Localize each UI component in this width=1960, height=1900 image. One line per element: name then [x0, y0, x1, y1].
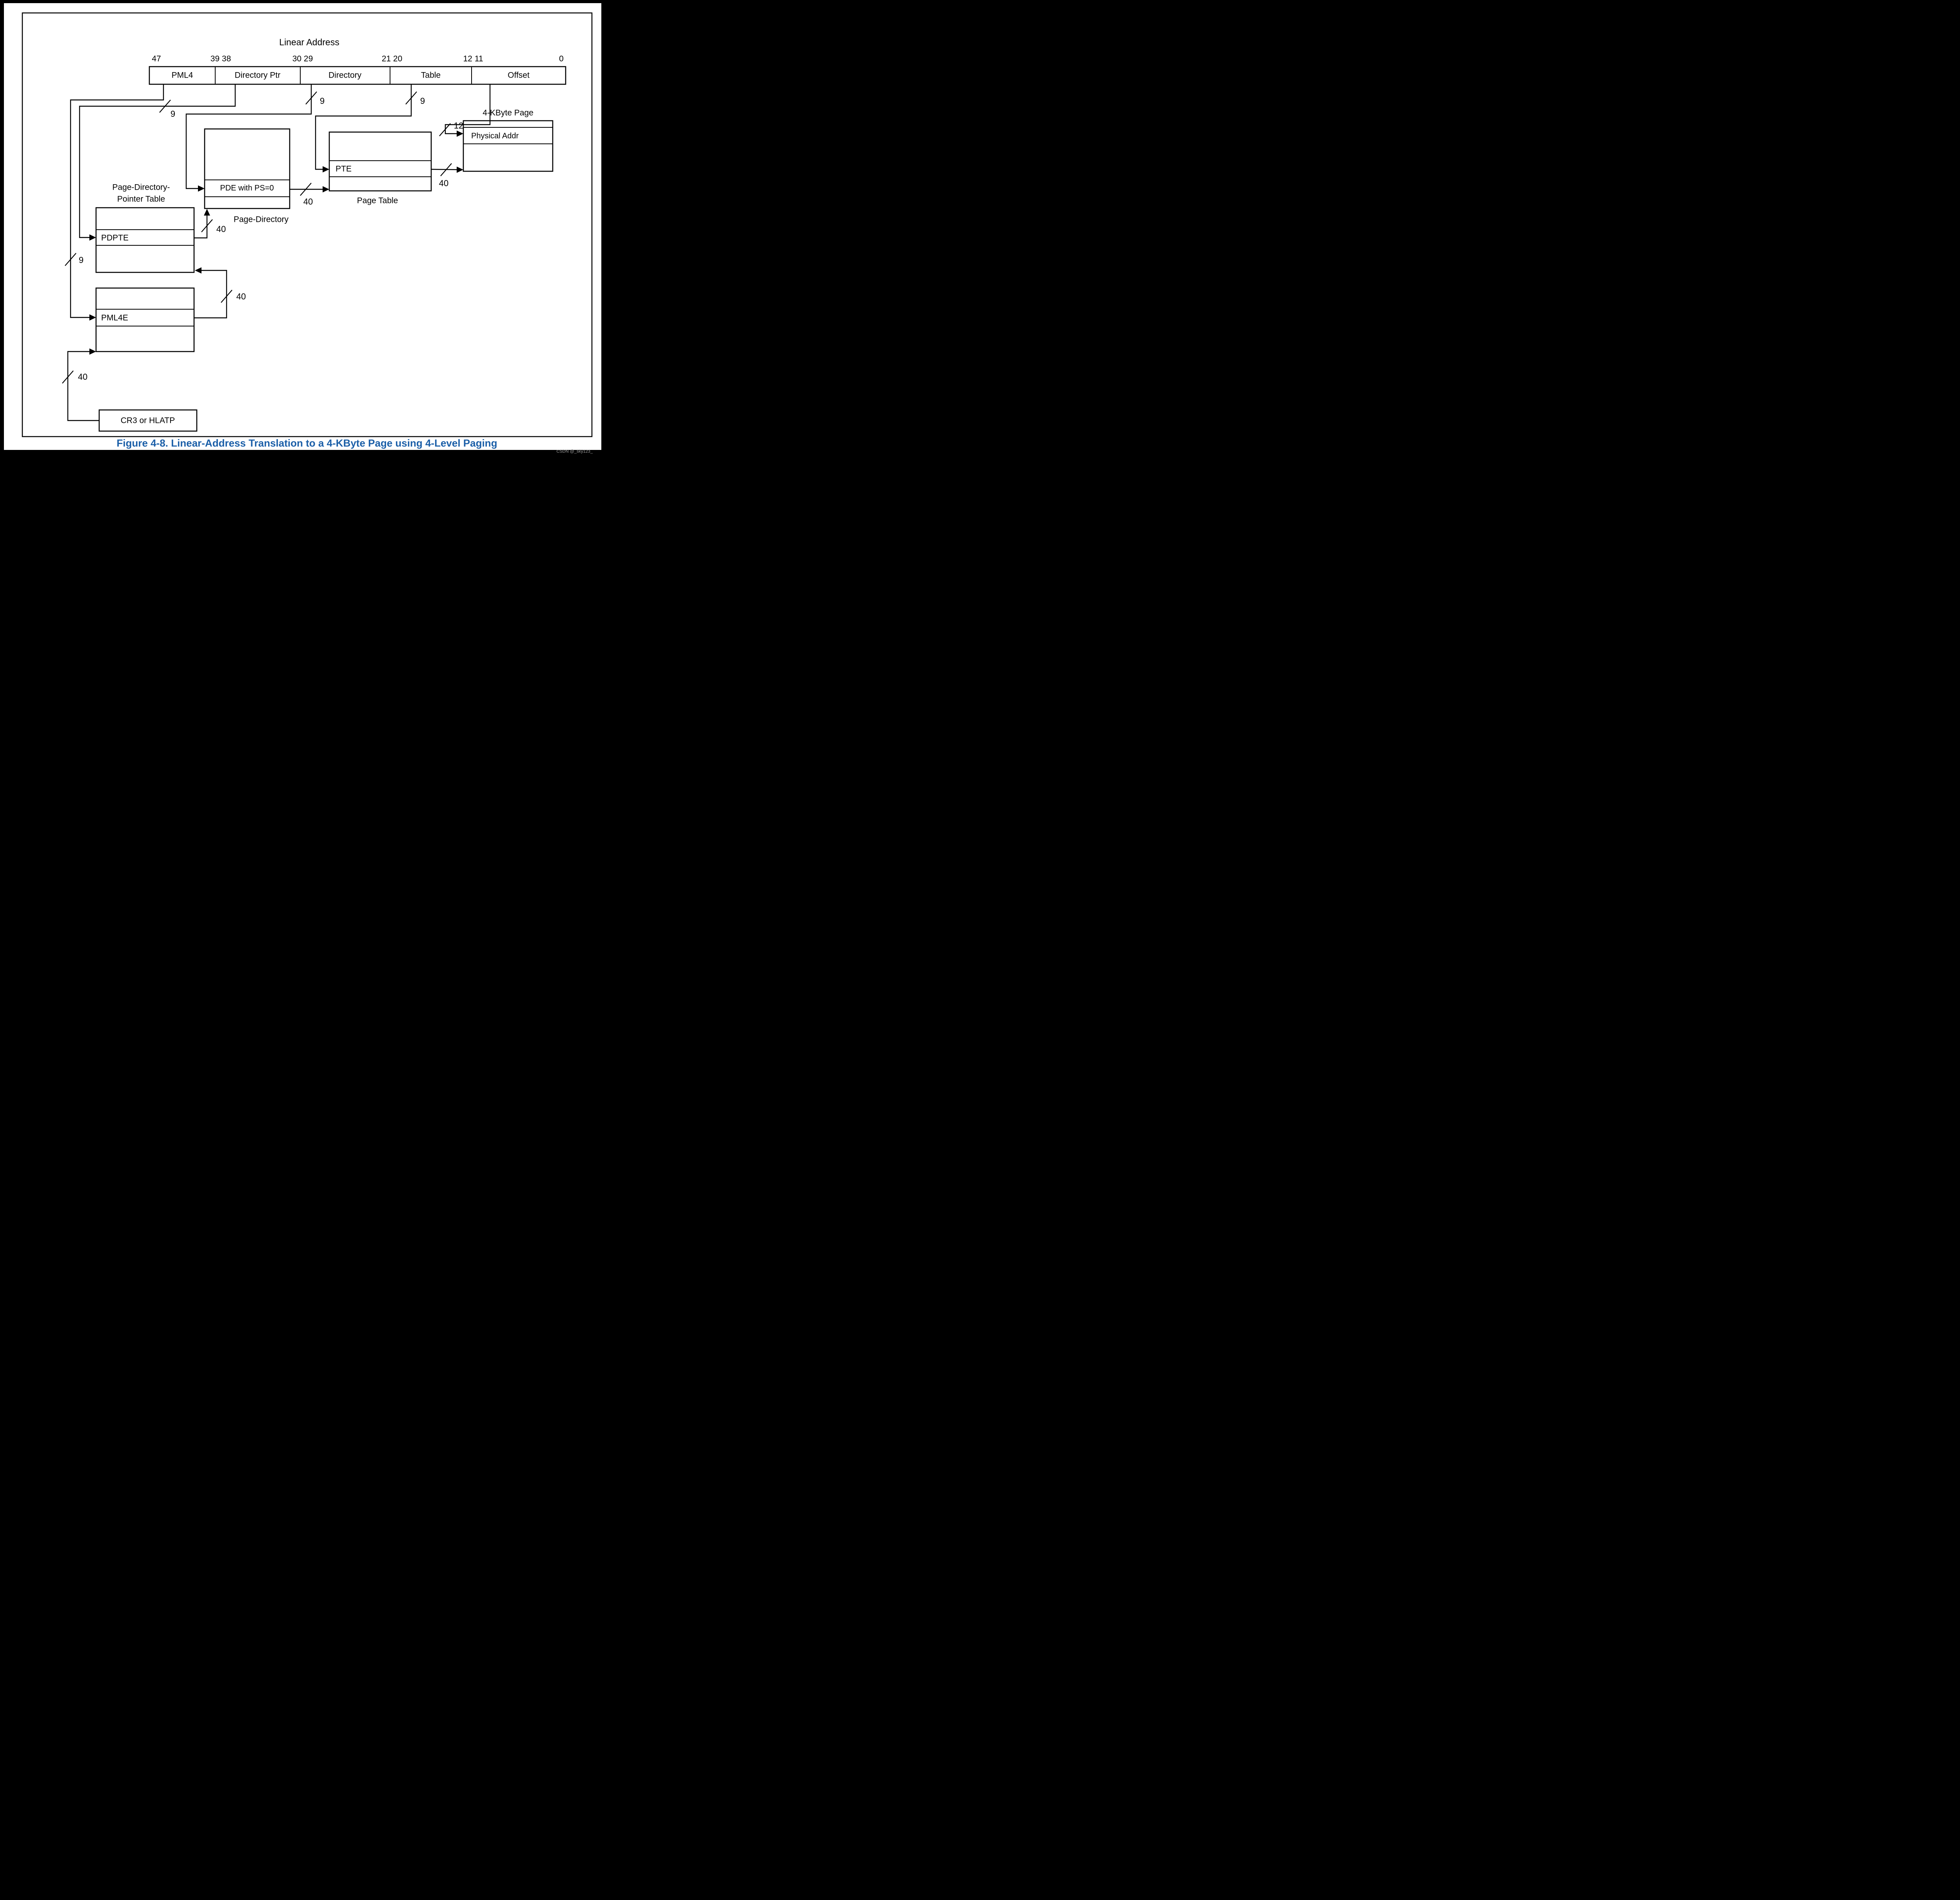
arrowhead-pdpt-base — [195, 267, 201, 274]
page-4k-label: 4-KByte Page — [483, 108, 534, 118]
slash-pdpte-out — [201, 219, 213, 232]
bit-label-21-20: 21 20 — [381, 54, 403, 63]
field-table: Table — [421, 71, 441, 80]
field-offset: Offset — [508, 71, 530, 80]
field-directory: Directory — [328, 71, 362, 80]
pml4-table-box — [95, 287, 195, 352]
figure-caption: Figure 4-8. Linear-Address Translation t… — [116, 437, 497, 449]
page-table-box — [328, 131, 432, 192]
bit-label-39-38: 39 38 — [210, 54, 231, 63]
pdpte-out-connector — [194, 214, 208, 239]
slash-cr3 — [62, 370, 74, 384]
page-table-label: Page Table — [357, 196, 398, 205]
table-connector — [315, 84, 412, 170]
offset-connector — [445, 84, 491, 134]
pml4e-out-connector — [194, 270, 227, 319]
pdpt-label-line1: Page-Directory- — [112, 183, 170, 192]
directory-ptr-connector — [79, 84, 236, 238]
bus-width-pdpte-out: 40 — [216, 224, 226, 234]
bus-width-pde-out: 40 — [303, 197, 313, 207]
directory-connector — [185, 84, 312, 189]
arrowhead-pdpte — [89, 234, 96, 241]
arrowhead-pte — [323, 166, 329, 172]
pml4-connector — [70, 84, 164, 318]
slash-directory — [305, 91, 317, 105]
bit-label-47: 47 — [152, 54, 161, 63]
page-directory-entry: PDE with PS=0 — [220, 184, 274, 192]
watermark: CSDN @_sky123_ — [556, 449, 593, 454]
bus-width-pml4: 9 — [78, 255, 84, 265]
bus-width-offset: 12 — [454, 121, 464, 131]
field-pml4: PML4 — [171, 71, 193, 80]
bit-label-12-11: 12 11 — [463, 54, 483, 63]
bus-width-pml4e-out: 40 — [236, 292, 246, 301]
arrowhead-page-table-base — [323, 186, 329, 192]
field-directory-ptr: Directory Ptr — [234, 71, 281, 80]
cr3-out-connector — [67, 351, 99, 421]
page-directory-box — [204, 128, 290, 209]
pdpt-label-line2: Pointer Table — [117, 194, 165, 204]
slash-pml4 — [65, 253, 76, 266]
arrowhead-physical-addr — [457, 131, 463, 137]
arrowhead-page-base — [457, 167, 463, 173]
slash-pde-out — [300, 183, 312, 196]
figure-page — [4, 3, 601, 450]
arrowhead-page-directory-base — [204, 209, 210, 216]
bus-width-cr3: 40 — [78, 372, 88, 382]
pml4-entry: PML4E — [101, 313, 128, 323]
bit-label-0: 0 — [559, 54, 564, 63]
bus-width-directory: 9 — [319, 96, 325, 106]
pdpt-entry: PDPTE — [101, 233, 129, 243]
pdpt-box — [95, 207, 195, 273]
bus-width-table: 9 — [420, 96, 425, 106]
screenshot-frame: Linear Address 47 39 38 30 29 21 20 12 1… — [0, 0, 605, 454]
slash-offset — [439, 123, 451, 136]
slash-pte-out — [440, 163, 452, 176]
arrowhead-pde — [198, 185, 205, 192]
page-table-entry: PTE — [336, 164, 352, 174]
linear-address-box — [149, 66, 566, 85]
figure-border — [22, 12, 593, 437]
bus-width-dir-ptr: 9 — [170, 109, 176, 119]
page-4k-box — [463, 120, 554, 172]
slash-pml4e-out — [221, 290, 232, 303]
diagram-artwork — [22, 12, 593, 437]
page-directory-label: Page-Directory — [233, 215, 289, 224]
arrowhead-pml4e — [89, 314, 96, 321]
arrowhead-pml4-table-base — [89, 348, 96, 355]
bit-label-30-29: 30 29 — [292, 54, 313, 63]
cr3-label: CR3 or HLATP — [120, 416, 175, 425]
slash-directory-ptr — [159, 100, 171, 113]
slash-table — [405, 91, 417, 105]
linear-address-title: Linear Address — [279, 37, 339, 47]
bus-width-pte-out: 40 — [439, 178, 449, 188]
page-4k-entry: Physical Addr — [471, 132, 519, 140]
